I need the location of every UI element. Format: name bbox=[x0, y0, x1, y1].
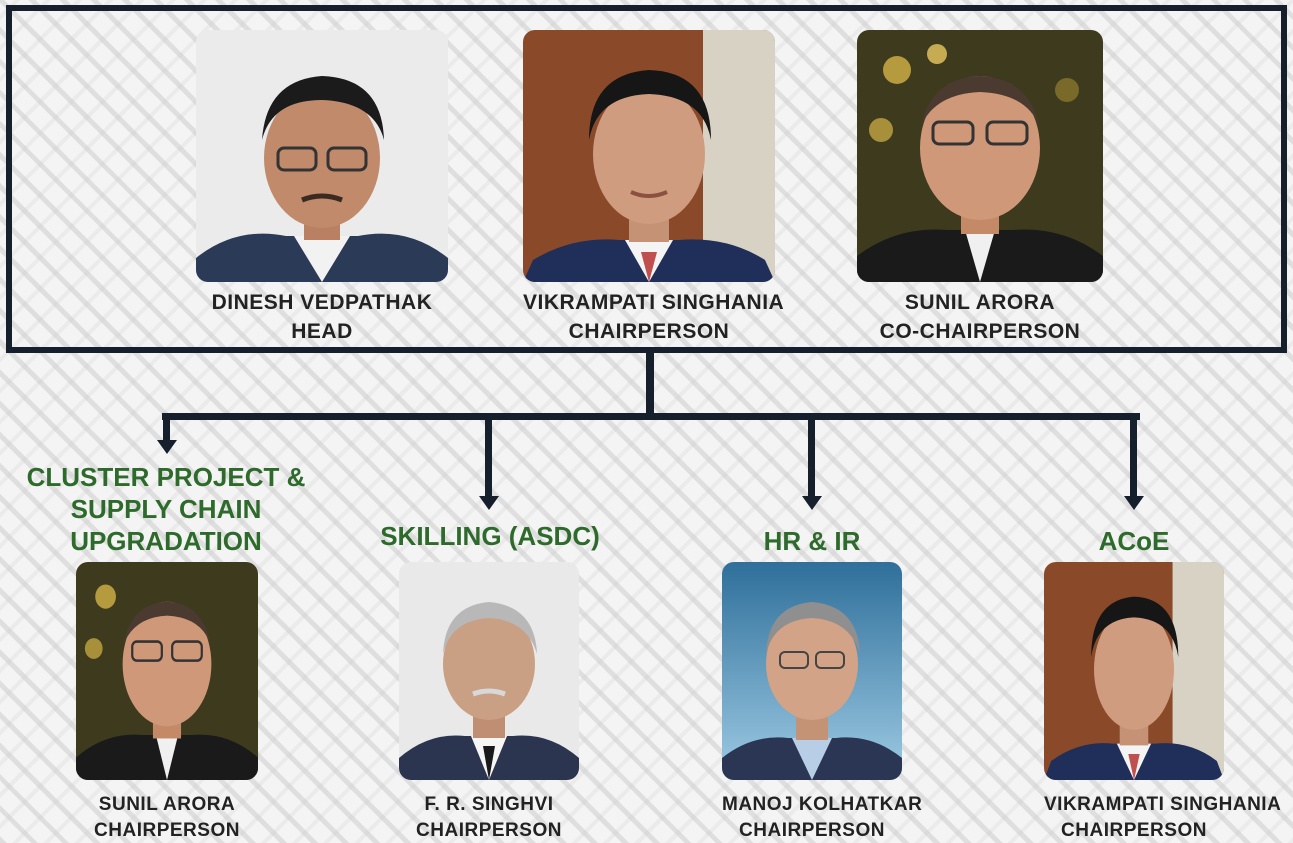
person-name: F. R. SINGHVI bbox=[424, 794, 554, 815]
person-name: MANOJ KOLHATKAR bbox=[722, 794, 923, 815]
dept-card-acoe: VIKRAMPATI SINGHANIA CHAIRPERSON bbox=[1044, 562, 1282, 843]
leader-card-head: DINESH VEDPATHAK HEAD bbox=[196, 30, 448, 346]
dept-title-line: CLUSTER PROJECT & bbox=[26, 462, 306, 492]
connector-drop-1 bbox=[163, 413, 170, 441]
person-portrait-icon bbox=[523, 30, 775, 282]
dept-title-line: HR & IR bbox=[763, 526, 861, 556]
person-portrait-icon bbox=[1044, 562, 1224, 780]
person-name: SUNIL ARORA bbox=[98, 794, 236, 815]
person-role: CO-CHAIRPERSON bbox=[879, 320, 1081, 343]
dept-card-skilling: F. R. SINGHVI CHAIRPERSON bbox=[399, 562, 579, 843]
dept-title-line: ACoE bbox=[1098, 526, 1170, 556]
person-portrait-icon bbox=[399, 562, 579, 780]
connector-drop-4 bbox=[1130, 413, 1137, 497]
leadership-box bbox=[6, 5, 1287, 353]
connector-trunk bbox=[646, 353, 654, 417]
dept-card-hr-ir: MANOJ KOLHATKAR CHAIRPERSON bbox=[722, 562, 923, 843]
dept-title-acoe: ACoE bbox=[1034, 525, 1234, 557]
dept-title-line: SUPPLY CHAIN bbox=[70, 494, 262, 524]
person-name: VIKRAMPATI SINGHANIA bbox=[1044, 794, 1282, 815]
arrow-down-icon bbox=[157, 440, 177, 454]
dept-title-line: UPGRADATION bbox=[70, 526, 262, 556]
person-portrait-icon bbox=[722, 562, 902, 780]
person-role: CHAIRPERSON bbox=[568, 320, 730, 343]
dept-title-skilling: SKILLING (ASDC) bbox=[370, 520, 610, 552]
person-portrait-icon bbox=[857, 30, 1103, 282]
person-portrait-icon bbox=[76, 562, 258, 780]
arrow-down-icon bbox=[1124, 496, 1144, 510]
person-role: CHAIRPERSON bbox=[416, 820, 562, 841]
connector-drop-3 bbox=[808, 413, 815, 497]
person-role: CHAIRPERSON bbox=[1061, 820, 1207, 841]
connector-drop-2 bbox=[485, 413, 492, 497]
person-name: SUNIL ARORA bbox=[904, 291, 1056, 314]
arrow-down-icon bbox=[802, 496, 822, 510]
person-role: CHAIRPERSON bbox=[94, 820, 240, 841]
leader-card-chairperson: VIKRAMPATI SINGHANIA CHAIRPERSON bbox=[523, 30, 785, 346]
person-name: DINESH VEDPATHAK bbox=[211, 291, 433, 314]
dept-card-cluster-project: SUNIL ARORA CHAIRPERSON bbox=[76, 562, 258, 843]
arrow-down-icon bbox=[479, 496, 499, 510]
person-portrait-icon bbox=[196, 30, 448, 282]
dept-title-cluster-project: CLUSTER PROJECT & SUPPLY CHAIN UPGRADATI… bbox=[16, 461, 316, 557]
connector-bus bbox=[162, 413, 1140, 420]
dept-title-line: SKILLING (ASDC) bbox=[380, 521, 600, 551]
person-name: VIKRAMPATI SINGHANIA bbox=[523, 291, 785, 314]
person-role: HEAD bbox=[291, 320, 353, 343]
leader-card-co-chairperson: SUNIL ARORA CO-CHAIRPERSON bbox=[857, 30, 1103, 346]
dept-title-hr-ir: HR & IR bbox=[712, 525, 912, 557]
person-role: CHAIRPERSON bbox=[739, 820, 885, 841]
